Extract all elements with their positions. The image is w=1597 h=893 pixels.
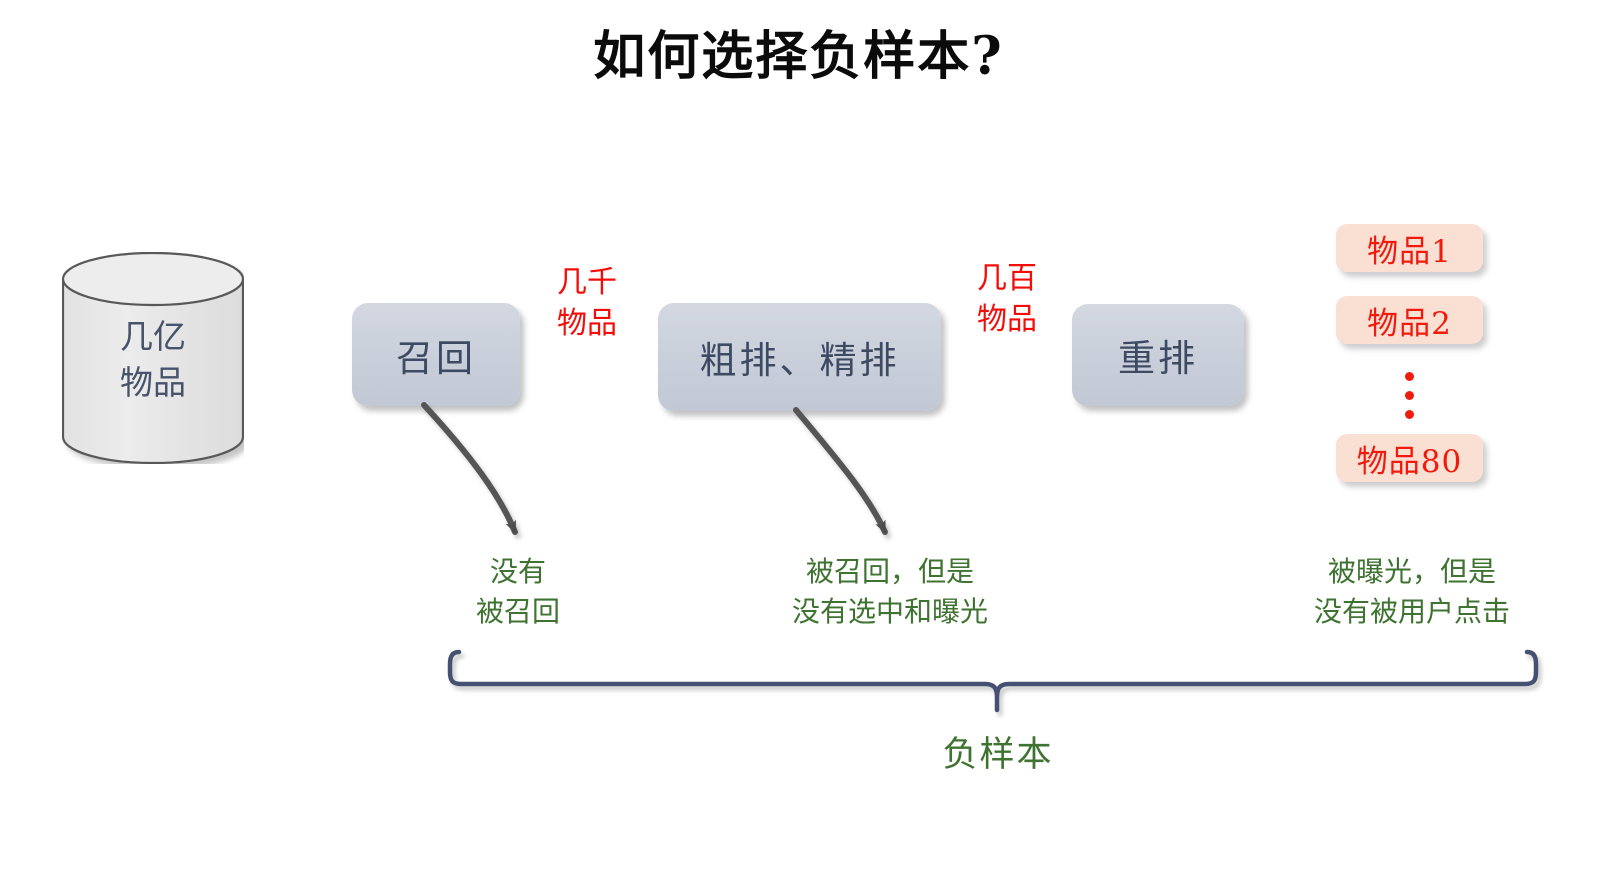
stage-box-recall[interactable]: 召回 [352,303,520,406]
result-item-1[interactable]: 物品1 [1336,224,1483,272]
stage-box-rerank[interactable]: 重排 [1072,304,1244,406]
vertical-ellipsis-icon [1336,372,1483,419]
arrow-ranking-to-note [793,407,888,535]
volume-label-thousands: 几千 物品 [557,265,617,341]
annotation-exposed-not-clicked: 被曝光，但是 没有被用户点击 [1313,555,1510,628]
item-pool-cylinder [62,252,244,464]
result-item-80[interactable]: 物品80 [1336,434,1483,482]
negative-sample-brace-label: 负样本 [942,735,1054,775]
stage-box-ranking[interactable]: 粗排、精排 [658,303,941,411]
annotation-not-recalled: 没有 被召回 [475,555,560,628]
page-title: 如何选择负样本? [593,26,1004,87]
item-pool-label: 几亿 物品 [120,317,186,402]
annotation-recalled-not-exposed: 被召回，但是 没有选中和曝光 [791,555,988,628]
negative-sample-brace [447,649,1539,713]
volume-label-hundreds: 几百 物品 [977,261,1037,337]
result-item-2[interactable]: 物品2 [1336,296,1483,344]
arrow-recall-to-note [421,402,518,535]
